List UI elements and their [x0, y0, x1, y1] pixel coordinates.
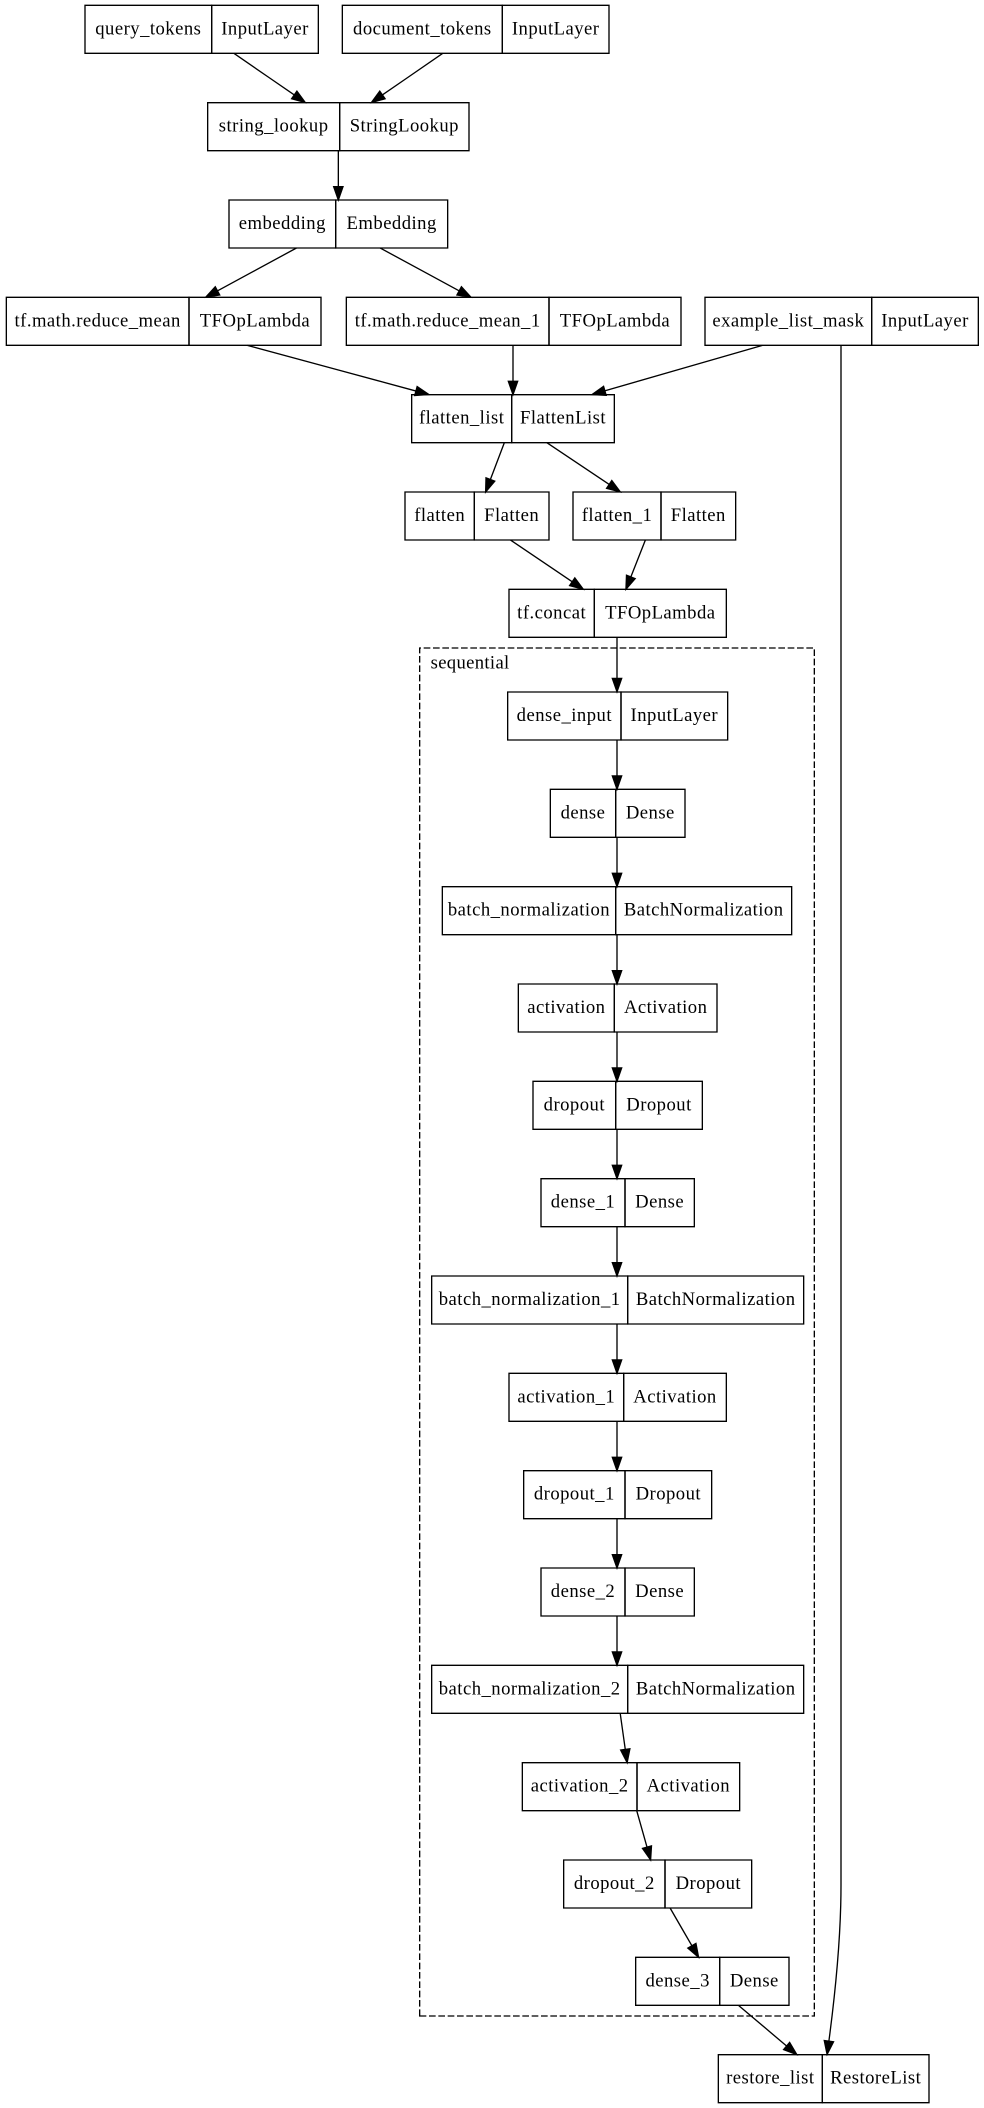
- svg-text:Dropout: Dropout: [676, 1873, 742, 1894]
- svg-text:tf.math.reduce_mean_1: tf.math.reduce_mean_1: [355, 310, 541, 331]
- svg-text:dense_input: dense_input: [517, 705, 613, 726]
- svg-text:embedding: embedding: [239, 213, 326, 234]
- svg-text:flatten: flatten: [414, 505, 465, 526]
- svg-text:Flatten: Flatten: [671, 505, 726, 526]
- svg-text:TFOpLambda: TFOpLambda: [560, 310, 671, 331]
- svg-text:batch_normalization_1: batch_normalization_1: [439, 1289, 621, 1310]
- svg-text:dropout_1: dropout_1: [534, 1484, 615, 1505]
- svg-text:query_tokens: query_tokens: [95, 18, 201, 39]
- svg-text:dense: dense: [561, 802, 606, 823]
- svg-text:Dropout: Dropout: [626, 1094, 692, 1115]
- svg-text:Activation: Activation: [633, 1386, 717, 1407]
- svg-text:TFOpLambda: TFOpLambda: [200, 310, 311, 331]
- svg-text:InputLayer: InputLayer: [881, 310, 969, 331]
- svg-text:tf.concat: tf.concat: [517, 602, 586, 623]
- svg-text:InputLayer: InputLayer: [221, 18, 309, 39]
- svg-text:activation_2: activation_2: [531, 1776, 629, 1797]
- svg-text:FlattenList: FlattenList: [520, 408, 606, 429]
- svg-text:Dropout: Dropout: [636, 1484, 702, 1505]
- svg-text:restore_list: restore_list: [726, 2068, 815, 2089]
- svg-text:tf.math.reduce_mean: tf.math.reduce_mean: [14, 310, 181, 331]
- svg-text:dense_1: dense_1: [551, 1192, 615, 1213]
- svg-text:string_lookup: string_lookup: [219, 116, 329, 137]
- svg-text:activation_1: activation_1: [517, 1386, 615, 1407]
- svg-text:batch_normalization: batch_normalization: [448, 900, 610, 921]
- svg-text:TFOpLambda: TFOpLambda: [605, 602, 716, 623]
- svg-text:Dense: Dense: [626, 802, 675, 823]
- svg-text:InputLayer: InputLayer: [631, 705, 719, 726]
- svg-text:dropout: dropout: [544, 1094, 606, 1115]
- svg-text:document_tokens: document_tokens: [353, 18, 492, 39]
- svg-text:Embedding: Embedding: [347, 213, 437, 234]
- svg-text:Dense: Dense: [635, 1192, 684, 1213]
- svg-text:InputLayer: InputLayer: [512, 18, 600, 39]
- svg-text:flatten_1: flatten_1: [582, 505, 653, 526]
- svg-text:Flatten: Flatten: [484, 505, 539, 526]
- svg-text:dense_3: dense_3: [645, 1970, 709, 1991]
- svg-text:BatchNormalization: BatchNormalization: [624, 900, 784, 921]
- svg-text:BatchNormalization: BatchNormalization: [636, 1289, 796, 1310]
- svg-text:example_list_mask: example_list_mask: [712, 310, 864, 331]
- svg-text:StringLookup: StringLookup: [350, 116, 459, 137]
- svg-text:flatten_list: flatten_list: [419, 408, 505, 429]
- svg-text:dense_2: dense_2: [551, 1581, 615, 1602]
- svg-text:Activation: Activation: [624, 997, 708, 1018]
- svg-text:activation: activation: [527, 997, 605, 1018]
- svg-text:RestoreList: RestoreList: [830, 2068, 921, 2089]
- svg-text:Dense: Dense: [635, 1581, 684, 1602]
- svg-text:BatchNormalization: BatchNormalization: [636, 1678, 796, 1699]
- svg-text:batch_normalization_2: batch_normalization_2: [439, 1678, 621, 1699]
- svg-text:Dense: Dense: [730, 1970, 779, 1991]
- svg-text:dropout_2: dropout_2: [574, 1873, 655, 1894]
- svg-text:sequential: sequential: [431, 653, 510, 674]
- svg-text:Activation: Activation: [647, 1776, 731, 1797]
